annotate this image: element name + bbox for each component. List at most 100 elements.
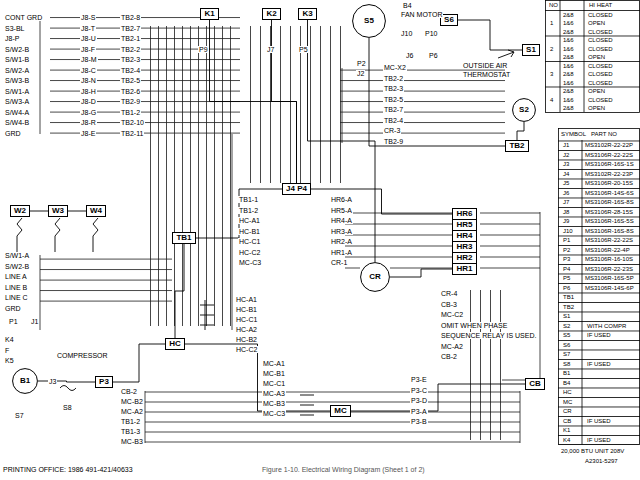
wire-bundle [340,68,505,143]
component-label: HR4 [456,232,472,240]
wire-label: J3 [48,378,57,385]
wire-label: HC-C1 [238,238,261,245]
wire-label: 2&8 [562,88,575,94]
wire-label: HR1-A [330,249,353,256]
table-rules [558,140,640,445]
wire-label: P9 [198,46,209,53]
wire-label: 4 [549,97,554,103]
wire-label: MS3106R-16S-8S [584,228,635,234]
wire [517,122,524,140]
wire-label: HR4-A [330,217,353,224]
component-label: W4 [90,207,102,215]
wire-label: HC-B2 [235,336,258,343]
component-label: P3 [99,378,109,386]
component-circle: B1 [12,368,38,394]
wire-label: P3-E [410,376,428,383]
wire-label: 20,000 BTU UNIT 208V [560,448,625,454]
wire [458,20,522,50]
wire-label: CB [562,418,572,424]
wire-label: 2 [549,46,554,52]
wire-label: TB2-4 [383,117,404,124]
component-circle: S5 [352,4,386,38]
wire-label: HR3-A [330,228,353,235]
component-label: HR1 [456,265,472,273]
wire-label: CLOSED [587,29,614,35]
wire-bundle [150,26,232,326]
wire-label: FAN MOTOR [400,11,443,18]
wire-label: TB1-2 [120,109,141,116]
wire-label: J2 [356,70,365,77]
wire-label: P6 [562,285,571,291]
wire-label: TB2-5 [383,96,404,103]
wire-label: J2 [562,152,570,158]
component-label: MC [334,407,346,415]
wire-label: K4 [562,437,571,443]
wire-label: HC-A2 [235,326,258,333]
wire-label: CR [562,408,573,414]
wire [369,38,505,146]
component-label: W2 [14,207,26,215]
wire-label: J10 [400,30,413,37]
wire-label: OPEN [587,105,606,111]
wire [175,244,184,338]
wire-label: J4 [562,171,570,177]
wire-label: P5 [298,46,309,53]
table-rules [545,10,640,112]
wire-label: CR-3 [383,127,401,134]
wire-label: S/W3-A [4,98,30,105]
wire-label: GRD [4,305,22,312]
wire-label: TB2-5 [120,77,141,84]
wire-label: J8-N [80,77,97,84]
wire [308,20,376,262]
wire-label: TB2-7 [383,106,404,113]
wire-label: 1&6 [562,37,575,43]
wire-label: P2 [562,247,571,253]
component-label: HR2 [456,254,472,262]
wire-label: CLOSED [587,71,614,77]
wire-label: TB2-9 [383,138,404,145]
wire-label: MS3106R-22-22S [584,237,634,243]
component-box: W3 [48,205,68,217]
wire-label: J8 [562,209,570,215]
wire-label: S/W2-A [4,67,30,74]
wire-label: LINE C [4,294,29,301]
wire-label: MS3106R-16-10S [584,256,634,262]
wire-label: 2&8 [562,105,575,111]
wire-label: HC-A1 [235,296,258,303]
component-label: K2 [266,10,276,18]
wire-label: TB1-2 [238,207,259,214]
wire-label: 1&6 [562,20,575,26]
wire-label: S6 [562,342,571,348]
wire-label: J3 [562,161,570,167]
wire-label: TB2-2 [120,46,141,53]
wire-label: CLOSED [587,37,614,43]
component-box: J4 P4 [282,183,311,195]
component-box: TB1 [172,232,196,244]
wire-label: J1 [562,142,570,148]
wire-label: CONT GRD [4,14,43,21]
wire-label: TB1-1 [238,196,259,203]
wire-label: HC-B1 [238,228,261,235]
component-label: CB [529,380,541,388]
wire-label: MC-C1 [262,380,286,387]
wire-label: MS3106R-16S-5P [584,275,635,281]
wire-label: J6 [405,52,414,59]
wire-label: J8-R [80,119,97,126]
wire-label: MS3102R-22-22P [584,142,634,148]
wire-label: CB-3 [440,301,458,308]
wire-label: TB2-7 [120,25,141,32]
wire-label: B4 [562,380,571,386]
wire-label: SEQUENCE RELAY IS USED. [440,332,537,339]
wire-label: MC-A1 [262,360,286,367]
wire-label: CLOSED [587,97,614,103]
wire-label: MC-B3 [120,438,144,445]
wire-label: 2&8 [562,54,575,60]
wire-label: S/W4-A [4,109,30,116]
wire-label: COMPRESSOR [56,352,109,359]
wire-label: S3-BL [4,25,25,32]
wire-label: F [4,347,10,354]
wire-label: MC-C3 [262,410,286,417]
wire-label: 1&6 [562,97,575,103]
wire-label: S1 [562,313,571,319]
